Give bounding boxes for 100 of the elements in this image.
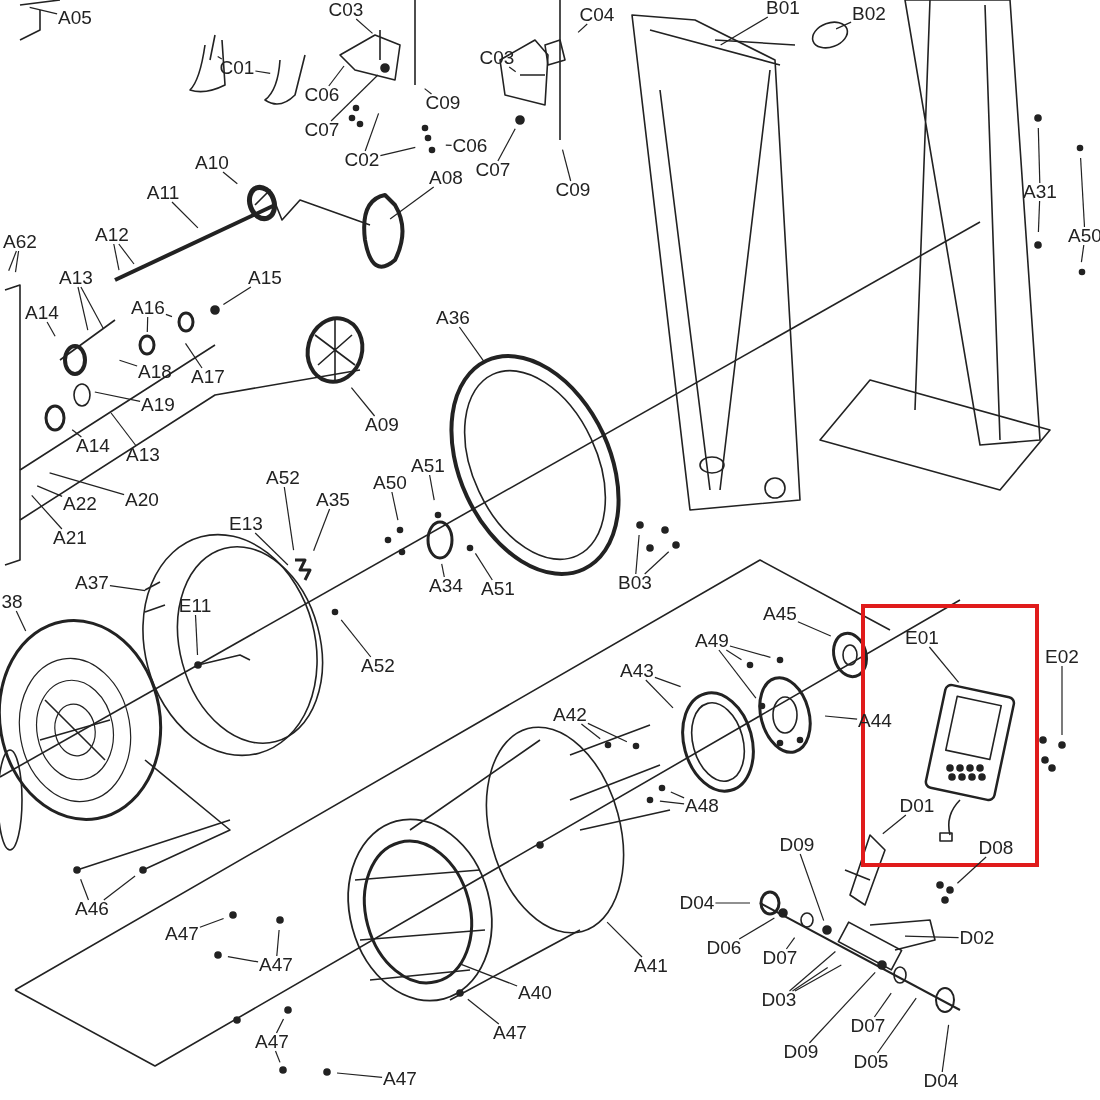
part-number: A48: [685, 796, 719, 816]
leader-line: [80, 878, 90, 901]
leader-line: [340, 619, 372, 658]
leader-line: [794, 964, 842, 992]
leader-line: [364, 112, 380, 152]
leader-line: [720, 16, 769, 46]
part-number: A51: [411, 456, 445, 476]
part-number: E11: [178, 596, 212, 616]
leader-line: [729, 645, 771, 658]
leader-line: [46, 321, 56, 337]
leader-line: [1080, 157, 1086, 228]
part-number: A49: [695, 631, 729, 651]
part-number: A20: [125, 490, 159, 510]
leader-line: [654, 676, 682, 688]
leader-line: [118, 243, 135, 265]
leader-line: [94, 391, 141, 402]
part-number: B01: [766, 0, 800, 18]
part-number: D08: [978, 838, 1014, 858]
part-number: A47: [493, 1023, 527, 1043]
part-number: A13: [59, 268, 93, 288]
part-number: A19: [141, 395, 175, 415]
leader-line: [275, 1018, 285, 1034]
part-number: A09: [365, 415, 399, 435]
part-number: 38: [1, 592, 23, 612]
leader-line: [429, 474, 435, 501]
leader-line: [222, 286, 252, 306]
leader-line: [474, 552, 493, 581]
leader-line: [577, 23, 588, 33]
part-number: A11: [146, 183, 180, 203]
leader-line: [956, 856, 987, 884]
leader-line: [184, 342, 203, 369]
leader-line: [928, 646, 960, 683]
leader-line: [8, 250, 17, 272]
leader-line: [165, 313, 173, 318]
leader-line: [254, 70, 271, 74]
leader-line: [635, 534, 640, 575]
leader-line: [799, 853, 825, 922]
leader-line: [199, 917, 225, 928]
leader-line: [788, 950, 836, 992]
leader-line: [71, 429, 82, 438]
leader-line: [808, 971, 876, 1044]
part-number: A41: [634, 956, 668, 976]
part-number: C09: [425, 93, 461, 113]
part-number: C09: [555, 180, 591, 200]
part-number: A42: [553, 705, 587, 725]
part-number: D01: [899, 796, 935, 816]
part-number: A50: [373, 473, 407, 493]
part-number: D03: [761, 990, 797, 1010]
part-number: C02: [344, 150, 380, 170]
part-number: A21: [53, 528, 87, 548]
leader-line: [441, 563, 445, 578]
part-number: E02: [1045, 647, 1079, 667]
leader-line: [1061, 665, 1063, 736]
part-number: A52: [266, 468, 300, 488]
leader-line: [1080, 244, 1085, 263]
part-number: B02: [852, 4, 886, 24]
part-number: A40: [518, 983, 552, 1003]
part-number: A52: [361, 656, 395, 676]
part-number: A51: [481, 579, 515, 599]
part-number: D02: [959, 928, 995, 948]
part-number: A47: [259, 955, 293, 975]
part-number: A36: [436, 308, 470, 328]
leader-line: [659, 800, 685, 805]
part-number: D04: [923, 1071, 959, 1091]
leader-line: [424, 88, 433, 95]
leader-line: [714, 902, 751, 904]
leader-line: [645, 679, 674, 709]
part-number: A16: [131, 298, 165, 318]
part-number: D05: [853, 1052, 889, 1072]
leader-line: [109, 585, 146, 592]
leader-line: [718, 649, 757, 699]
part-number: A22: [63, 494, 97, 514]
part-number: A37: [75, 573, 109, 593]
leader-line: [355, 18, 374, 34]
leader-line: [379, 146, 416, 157]
part-number: A12: [95, 225, 129, 245]
leader-line: [941, 1024, 950, 1073]
part-number: A31: [1023, 182, 1057, 202]
leader-line: [587, 722, 628, 743]
leader-line: [194, 614, 199, 656]
leader-line: [445, 144, 453, 146]
part-number: A47: [383, 1069, 417, 1089]
leader-line: [561, 149, 572, 182]
leader-line: [227, 956, 259, 963]
leader-line: [330, 74, 379, 122]
part-number: E01: [905, 628, 939, 648]
leader-line: [1037, 200, 1041, 233]
leader-line: [31, 494, 63, 530]
leader-line: [336, 1072, 383, 1078]
leader-line: [876, 997, 917, 1054]
leader-line: [1037, 127, 1041, 184]
leader-line: [882, 814, 907, 835]
leader-line: [77, 286, 89, 331]
leader-line: [350, 387, 376, 417]
part-number: A47: [255, 1032, 289, 1052]
leader-line: [391, 491, 399, 521]
part-number: A14: [76, 436, 110, 456]
leader-line: [328, 65, 345, 87]
leader-line: [313, 508, 331, 552]
leader-line: [725, 649, 743, 661]
